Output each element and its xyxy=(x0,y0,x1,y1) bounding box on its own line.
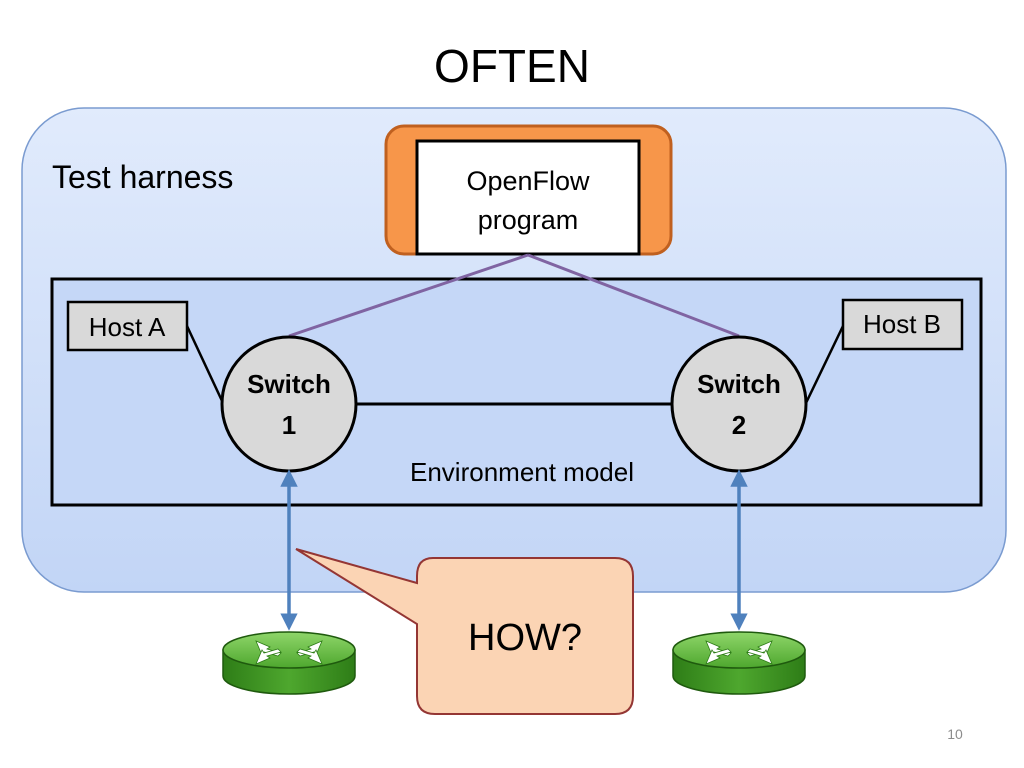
router-left-icon xyxy=(222,631,356,695)
environment-model-label: Environment model xyxy=(410,457,634,487)
test-harness-label: Test harness xyxy=(52,159,233,195)
openflow-program-line2: program xyxy=(478,205,579,235)
control-link-switch2 xyxy=(527,253,740,338)
slide-title: OFTEN xyxy=(434,40,590,92)
switch-1-node xyxy=(220,335,358,473)
page-number: 10 xyxy=(947,726,963,742)
openflow-program-line1: OpenFlow xyxy=(466,166,590,196)
host-b-box xyxy=(841,298,964,351)
switch-1-label-line1: Switch xyxy=(247,369,331,399)
how-callout-text: HOW? xyxy=(468,617,582,659)
host-b-label: Host B xyxy=(863,309,941,339)
link-host-a-switch1 xyxy=(185,325,225,404)
openflow-program-box xyxy=(415,139,641,256)
how-callout xyxy=(295,548,634,715)
switch-2-node xyxy=(670,335,808,473)
control-link-switch1 xyxy=(288,253,529,338)
link-host-b-switch2 xyxy=(804,325,845,404)
host-a-box xyxy=(66,300,189,352)
environment-model-box xyxy=(50,277,983,507)
switch-2-label-line2: 2 xyxy=(732,410,746,440)
host-a-label: Host A xyxy=(89,312,166,342)
router-right-icon xyxy=(672,631,806,695)
switch-2-label-line1: Switch xyxy=(697,369,781,399)
switch-1-label-line2: 1 xyxy=(282,410,296,440)
